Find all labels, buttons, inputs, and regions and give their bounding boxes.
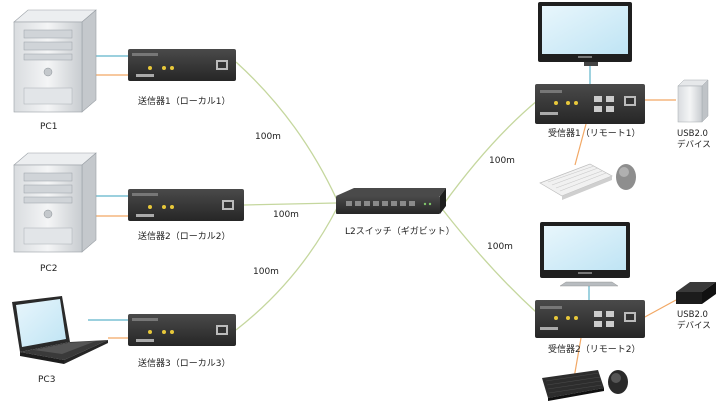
distance-tx1: 100m bbox=[255, 132, 281, 142]
distance-rx2: 100m bbox=[487, 242, 513, 252]
distance-tx3: 100m bbox=[253, 267, 279, 277]
pc2-tower-icon bbox=[13, 152, 97, 253]
pc3-laptop-icon bbox=[12, 296, 108, 364]
pc1-label: PC1 bbox=[40, 122, 57, 132]
cable-switch-rx1 bbox=[442, 99, 539, 206]
pc2-label: PC2 bbox=[40, 264, 57, 274]
transmitter2-device-icon bbox=[128, 189, 244, 221]
distance-tx2: 100m bbox=[273, 210, 299, 220]
transmitter2-label: 送信器2（ローカル2） bbox=[138, 230, 230, 242]
cable-switch-rx2 bbox=[442, 209, 537, 313]
transmitter3-label: 送信器3（ローカル3） bbox=[138, 357, 230, 369]
usb-device2-line1: USB2.0 bbox=[677, 310, 708, 320]
cable-tx3-switch bbox=[235, 207, 338, 331]
monitor1-icon bbox=[538, 2, 632, 66]
cable-tx1-switch bbox=[235, 61, 338, 201]
receiver2-device-icon bbox=[535, 300, 645, 338]
network-cables bbox=[235, 61, 539, 331]
pc1-tower-icon bbox=[13, 9, 97, 113]
remote-cables bbox=[573, 63, 677, 379]
transmitter1-label: 送信器1（ローカル1） bbox=[138, 95, 230, 107]
mouse2-icon bbox=[608, 370, 628, 394]
monitor2-icon bbox=[540, 222, 630, 287]
pc3-label: PC3 bbox=[38, 375, 55, 385]
switch-label: L2スイッチ（ギガビット） bbox=[345, 226, 455, 237]
network-switch-icon bbox=[336, 188, 446, 214]
receiver1-device-icon bbox=[535, 84, 645, 124]
usb-device2-line2: デバイス bbox=[677, 320, 711, 331]
distance-rx1: 100m bbox=[489, 156, 515, 166]
mouse1-icon bbox=[616, 164, 636, 190]
transmitter3-device-icon bbox=[128, 314, 236, 346]
usb-device1-line1: USB2.0 bbox=[677, 129, 708, 139]
keyboard1-icon bbox=[539, 163, 613, 200]
receiver1-label: 受信器1（リモート1） bbox=[548, 127, 640, 139]
usb-device1-line2: デバイス bbox=[677, 139, 711, 150]
usb-drive-black-icon bbox=[676, 282, 716, 304]
transmitter1-device-icon bbox=[128, 49, 236, 81]
keyboard2-icon bbox=[542, 370, 604, 401]
cable-tx2-switch bbox=[243, 202, 337, 206]
receiver2-label: 受信器2（リモート2） bbox=[548, 343, 640, 355]
usb-drive-icon bbox=[677, 79, 709, 123]
